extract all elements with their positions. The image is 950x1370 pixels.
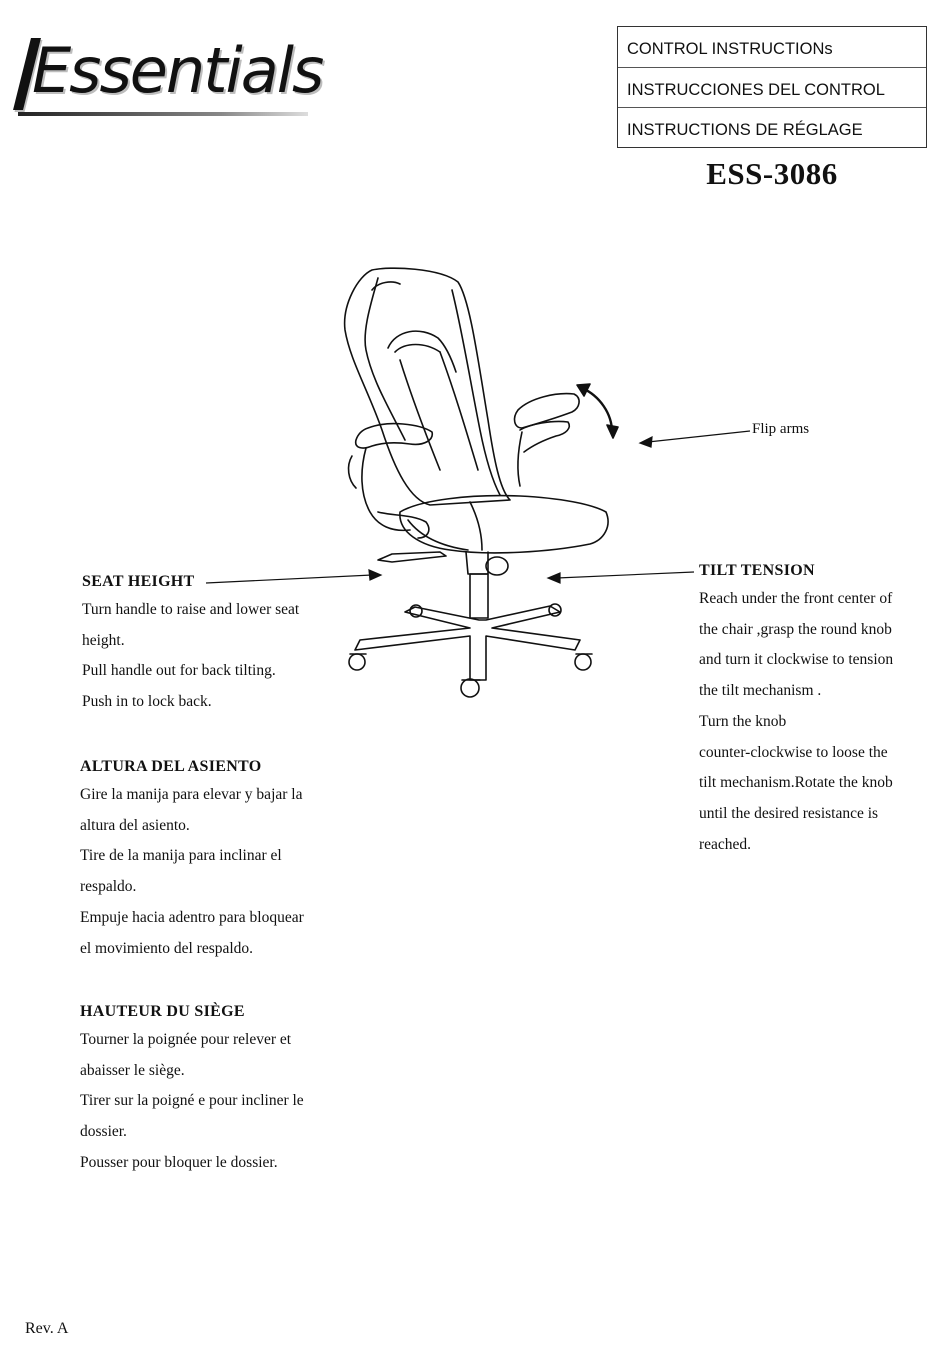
flip-arms-arrow bbox=[647, 430, 751, 443]
model-number: ESS-3086 bbox=[706, 156, 838, 191]
title-spanish: INSTRUCCIONES DEL CONTROL bbox=[618, 67, 926, 107]
text-line: dossier. bbox=[80, 1123, 127, 1141]
logo-text: Essentials bbox=[32, 34, 324, 107]
text-line: Empuje hacia adentro para bloquear bbox=[80, 908, 304, 926]
seat-height-fr-heading: HAUTEUR DU SIÈGE bbox=[80, 1003, 245, 1020]
flip-arrow-head-bottom bbox=[606, 424, 619, 439]
text-line: el movimiento del respaldo. bbox=[80, 939, 254, 957]
text-line: Tirer sur la poigné e pour incliner le bbox=[80, 1092, 304, 1110]
text-line: Push in to lock back. bbox=[82, 693, 212, 711]
text-line: the chair ,grasp the round knob bbox=[699, 620, 892, 638]
text-line: altura del asiento. bbox=[80, 816, 190, 834]
seat-height-arrow bbox=[205, 574, 373, 584]
revision-label: Rev. A bbox=[25, 1320, 69, 1337]
text-line: until the desired resistance is bbox=[699, 804, 879, 822]
tilt-tension-arrow bbox=[556, 571, 695, 579]
tension-knob bbox=[485, 556, 509, 576]
seat-height-fr-section: HAUTEUR DU SIÈGE Tourner la poignée pour… bbox=[80, 1003, 380, 1179]
text-line: reached. bbox=[699, 835, 752, 853]
text-line: respaldo. bbox=[80, 878, 137, 896]
flip-arms-label: Flip arms bbox=[752, 421, 810, 437]
seat-height-en-heading: SEAT HEIGHT bbox=[82, 573, 195, 590]
chair-illustration bbox=[343, 267, 619, 698]
seat-height-handle bbox=[377, 551, 447, 563]
text-line: Tire de la manija para inclinar el bbox=[80, 847, 282, 865]
text-line: and turn it clockwise to tension bbox=[699, 651, 894, 669]
text-line: tilt mechanism.Rotate the knob bbox=[699, 774, 893, 792]
text-line: Turn handle to raise and lower seat bbox=[82, 601, 300, 618]
star-base bbox=[354, 605, 581, 681]
title-french: INSTRUCTIONS DE RÉGLAGE bbox=[618, 107, 926, 147]
seat-outline bbox=[399, 494, 609, 554]
tilt-tension-section: TILT TENSION Reach under the front cente… bbox=[699, 562, 939, 860]
title-english: CONTROL INSTRUCTIONs bbox=[627, 40, 833, 58]
text-line: Tourner la poignée pour relever et bbox=[80, 1031, 292, 1048]
logo-underline bbox=[18, 112, 308, 116]
right-armrest bbox=[513, 392, 580, 429]
text-line: Pull handle out for back tilting. bbox=[82, 662, 276, 680]
text-line: Reach under the front center of bbox=[699, 590, 893, 607]
tilt-tension-heading: TILT TENSION bbox=[699, 562, 815, 579]
left-armrest bbox=[354, 422, 434, 449]
seat-height-es-heading: ALTURA DEL ASIENTO bbox=[80, 758, 262, 775]
brand-logo: Essentials bbox=[13, 28, 324, 118]
text-line: the tilt mechanism . bbox=[699, 682, 822, 700]
text-line: Turn the knob bbox=[699, 712, 787, 730]
text-line: abaisser le siège. bbox=[80, 1061, 185, 1079]
text-line: Pousser pour bloquer le dossier. bbox=[80, 1153, 278, 1171]
text-line: counter-clockwise to loose the bbox=[699, 743, 888, 761]
text-line: Gire la manija para elevar y bajar la bbox=[80, 786, 303, 803]
backrest-outline bbox=[343, 267, 511, 506]
seat-height-en-section: SEAT HEIGHT Turn handle to raise and low… bbox=[80, 573, 380, 718]
seat-height-es-section: ALTURA DEL ASIENTO Gire la manija para e… bbox=[80, 758, 380, 964]
text-line: height. bbox=[82, 631, 125, 649]
instruction-title-box: CONTROL INSTRUCTIONs INSTRUCCIONES DEL C… bbox=[617, 26, 927, 148]
flip-arrow-head-top bbox=[576, 383, 591, 397]
